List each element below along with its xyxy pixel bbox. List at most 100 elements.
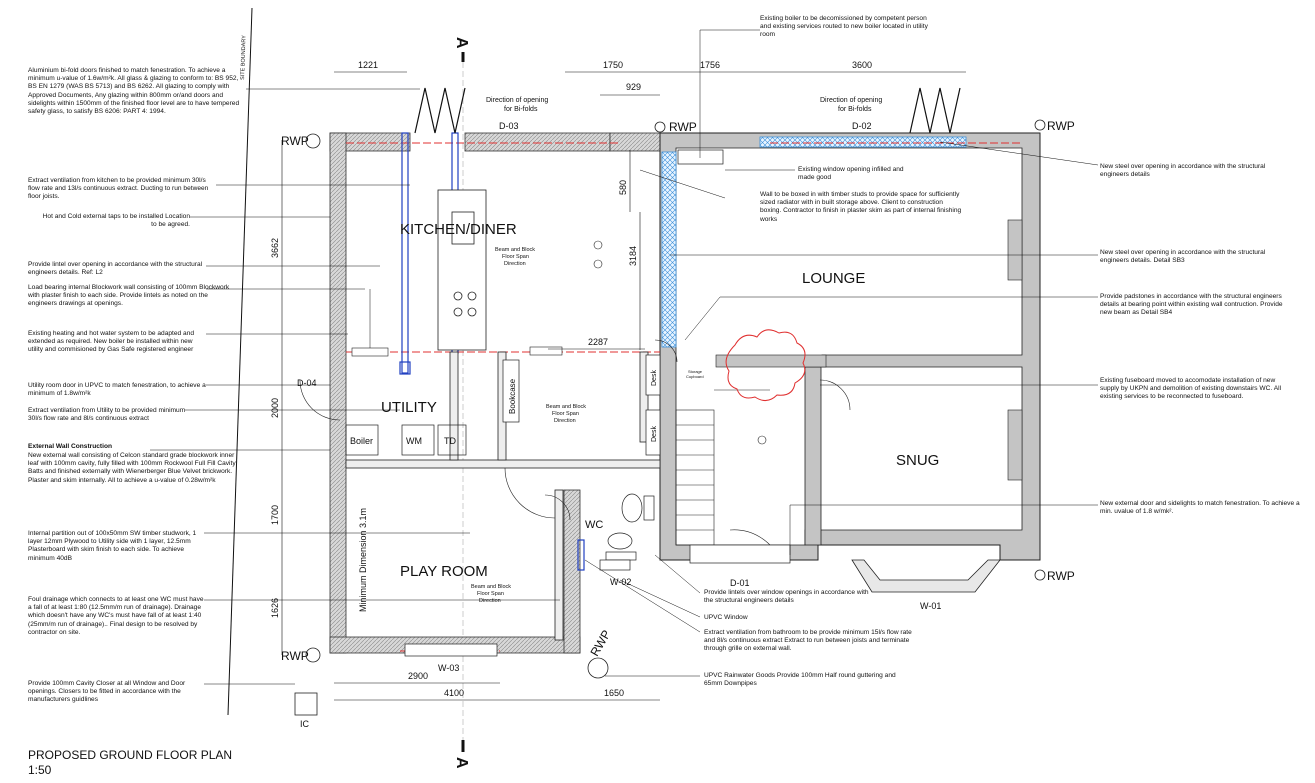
- utility-appliances: [345, 424, 467, 456]
- label-d02: D-02: [852, 121, 872, 131]
- label-td: TD: [444, 436, 456, 446]
- note-external-door: New external door and sidelights to matc…: [1100, 500, 1300, 516]
- note-cavity-closer: Provide 100mm Cavity Closer at all Windo…: [28, 680, 186, 704]
- dim-3600: 3600: [852, 60, 872, 70]
- dim-1626: 1626: [270, 598, 280, 618]
- note-drainage: Foul drainage which connects to at least…: [28, 596, 204, 636]
- note-rainwater: UPVC Rainwater Goods Provide 100mm Half …: [704, 672, 896, 688]
- kitchen-sink: [451, 211, 475, 245]
- note-partition: Internal partition out of 100x50mm SW ti…: [28, 530, 197, 562]
- drawing-title-line1: PROPOSED GROUND FLOOR PLAN: [28, 748, 233, 762]
- site-boundary-label: SITE BOUNDARY: [240, 35, 248, 80]
- note-existing-boiler: Existing boiler to be decomissioned by c…: [760, 15, 928, 39]
- internal-partitions: [345, 351, 661, 641]
- dimension-lines: [281, 71, 966, 701]
- dim-2000: 2000: [270, 398, 280, 418]
- note-bathroom-vent: Extract ventilation from bathroom to be …: [704, 629, 912, 653]
- room-kitchen: KITCHEN/DINER: [400, 221, 517, 238]
- label-w03: W-03: [438, 663, 459, 673]
- label-bookcase: Bookcase: [508, 378, 517, 414]
- dim-3184: 3184: [628, 246, 638, 266]
- room-snug: SNUG: [896, 452, 939, 469]
- bifold-d02: [909, 87, 961, 134]
- span-middle-3: Direction: [554, 418, 576, 424]
- kitchen-worktop: [437, 189, 487, 351]
- rwp-markers: [305, 119, 1046, 679]
- note-window-lintels: Provide lintels over window openings in …: [704, 589, 869, 605]
- label-min-dim: Minimum Dimension 3.1m: [358, 508, 368, 612]
- note-utility-vent: Extract ventilation from Utility to be p…: [28, 407, 186, 423]
- note-steel-2: New steel over opening in accordance wit…: [1100, 249, 1266, 265]
- dim-3662: 3662: [270, 238, 280, 258]
- span-kitchen-3: Direction: [504, 261, 526, 267]
- leader-lines-right: [584, 29, 1099, 677]
- existing-house-walls: [659, 132, 1041, 561]
- section-a-bottom: A: [453, 757, 470, 769]
- rwp-label-4: RWP: [1047, 119, 1075, 133]
- note-kitchen-vent: Extract ventilation from kitchen to be p…: [28, 177, 209, 201]
- span-play-3: Direction: [479, 598, 501, 604]
- note-upvc-window: UPVC Window: [704, 614, 748, 621]
- span-kitchen-2: Floor Span: [502, 254, 529, 260]
- note-fuseboard: Existing fuseboard moved to accomodate i…: [1100, 377, 1282, 401]
- steel-beam-side: [661, 151, 677, 348]
- label-w02: W-02: [610, 577, 631, 587]
- note-padstones: Provide padstones in accordance with the…: [1100, 293, 1283, 317]
- note-blockwork: Load bearing internal Blockwork wall con…: [28, 284, 230, 308]
- bifold2-l1: Direction of opening: [820, 97, 882, 104]
- drawing-scale: 1:50: [28, 763, 52, 777]
- bifold1-l2: for Bi-folds: [504, 106, 538, 113]
- span-play-2: Floor Span: [477, 591, 504, 597]
- room-lounge: LOUNGE: [802, 270, 865, 287]
- label-boiler: Boiler: [350, 436, 373, 446]
- label-d03: D-03: [499, 121, 519, 131]
- rwp-label-3: RWP: [669, 120, 697, 134]
- rwp-label-5: RWP: [1047, 569, 1075, 583]
- desk-1: [645, 354, 661, 396]
- rwp-label-2: RWP: [281, 649, 309, 663]
- dim-1700: 1700: [270, 505, 280, 525]
- bifold-d03: [414, 87, 466, 134]
- label-storage-1: Storage: [688, 369, 703, 374]
- dim-1756: 1756: [700, 60, 720, 70]
- room-play: PLAY ROOM: [400, 563, 488, 580]
- note-boxed-wall: Wall to be boxed in with timber studs to…: [760, 191, 962, 223]
- steel-beam-top: [759, 136, 967, 148]
- dim-1750: 1750: [603, 60, 623, 70]
- note-lintel: Provide lintel over opening in accordanc…: [28, 261, 203, 277]
- span-middle-1: Beam and Block: [546, 404, 586, 410]
- site-boundary-line: [227, 7, 253, 716]
- bookcase: [502, 359, 520, 423]
- smoke-detectors: [593, 240, 767, 445]
- dim-580: 580: [618, 180, 628, 195]
- bay-window-w01: [851, 559, 1001, 593]
- bifold2-l2: for Bi-folds: [838, 106, 872, 113]
- bifold1-l1: Direction of opening: [486, 97, 548, 104]
- section-a-top: A: [453, 37, 470, 49]
- note-utility-door: Utility room door in UPVC to match fenes…: [28, 382, 206, 398]
- room-utility: UTILITY: [381, 399, 437, 416]
- room-wc: WC: [585, 519, 603, 531]
- label-wm: WM: [406, 436, 422, 446]
- label-desk-2: Desk: [651, 426, 658, 442]
- dim-2287: 2287: [588, 337, 608, 347]
- extension-walls: [329, 132, 661, 654]
- span-middle-2: Floor Span: [552, 411, 579, 417]
- dim-1650: 1650: [604, 688, 624, 698]
- dim-2900: 2900: [408, 671, 428, 681]
- leader-lines-left: [150, 88, 560, 685]
- label-d04: D-04: [297, 378, 317, 388]
- note-steel-1: New steel over opening in accordance wit…: [1100, 163, 1266, 179]
- note-heating: Existing heating and hot water system to…: [28, 330, 195, 354]
- dim-1221: 1221: [358, 60, 378, 70]
- hob: [453, 291, 477, 317]
- ic-box: [294, 692, 318, 716]
- dim-929: 929: [626, 82, 641, 92]
- label-w01: W-01: [920, 601, 941, 611]
- note-bifold: Aluminium bi-fold doors finished to matc…: [28, 67, 240, 116]
- rwp-label-6: RWP: [588, 628, 614, 659]
- span-kitchen-1: Beam and Block: [495, 247, 535, 253]
- note-taps: Hot and Cold external taps to be install…: [42, 213, 190, 229]
- label-desk-1: Desk: [651, 370, 658, 386]
